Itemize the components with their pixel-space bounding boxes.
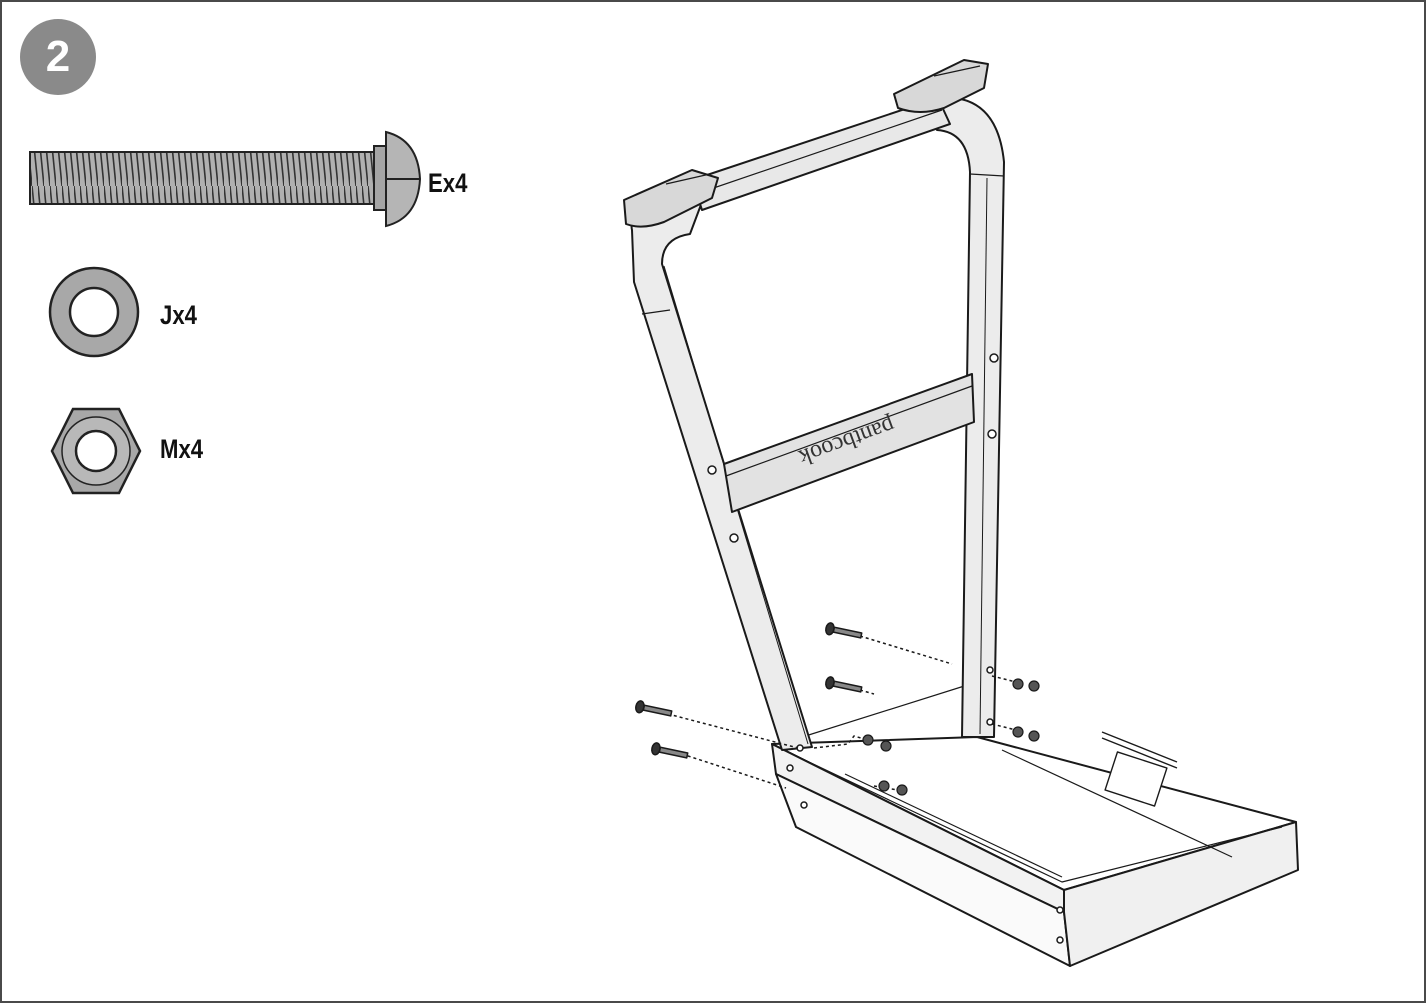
hex-nut-icon — [50, 407, 142, 495]
step-badge: 2 — [20, 19, 96, 95]
guide-lines — [667, 635, 1017, 791]
part-label-bolt: Ex4 — [428, 168, 468, 198]
assembly-bolts — [635, 622, 863, 759]
washer-icon — [48, 266, 140, 358]
mid-crossbar — [723, 373, 975, 513]
top-crossbar — [691, 97, 951, 211]
part-label-washer: Jx4 — [160, 300, 197, 330]
assembly-nuts — [862, 678, 1040, 796]
bolt-icon — [29, 130, 422, 228]
part-label-nut: Mx4 — [160, 434, 204, 464]
step-number: 2 — [45, 32, 71, 81]
handle-caps — [623, 59, 989, 228]
tray-base — [771, 681, 1299, 967]
frame-holes — [707, 353, 1064, 944]
